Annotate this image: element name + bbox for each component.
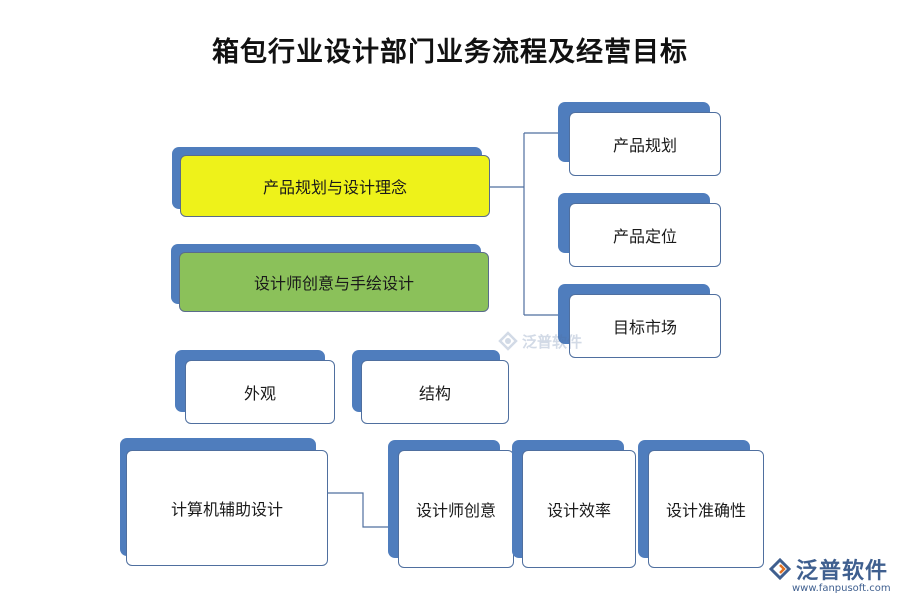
node-positioning-label: 产品定位 (569, 203, 721, 267)
watermark-corner: 泛普软件 www.fanpusoft.com (768, 553, 898, 594)
node-planning-label: 产品规划 (569, 112, 721, 176)
node-cad-label: 计算机辅助设计 (126, 450, 328, 566)
brand-logo-icon (768, 557, 792, 581)
node-accuracy-label: 设计准确性 (648, 450, 764, 568)
connector-concept-targets (490, 132, 561, 316)
node-concept-label: 产品规划与设计理念 (180, 155, 490, 217)
node-creativity-label: 设计师创意 (398, 450, 514, 568)
node-appearance-label: 外观 (185, 360, 335, 424)
diagram-title: 箱包行业设计部门业务流程及经营目标 (212, 37, 688, 68)
brand-logo-icon (498, 331, 518, 351)
watermark-center: 泛普软件 (497, 330, 582, 352)
watermark-brand: 泛普软件 (796, 559, 889, 584)
node-designer-label: 设计师创意与手绘设计 (179, 252, 489, 312)
watermark-url: www.fanpusoft.com (792, 583, 891, 594)
node-structure-label: 结构 (361, 360, 509, 424)
connector-cad-creativity (328, 492, 391, 528)
watermark-center-brand: 泛普软件 (522, 332, 583, 351)
node-market-label: 目标市场 (569, 294, 721, 358)
node-efficiency-label: 设计效率 (522, 450, 636, 568)
